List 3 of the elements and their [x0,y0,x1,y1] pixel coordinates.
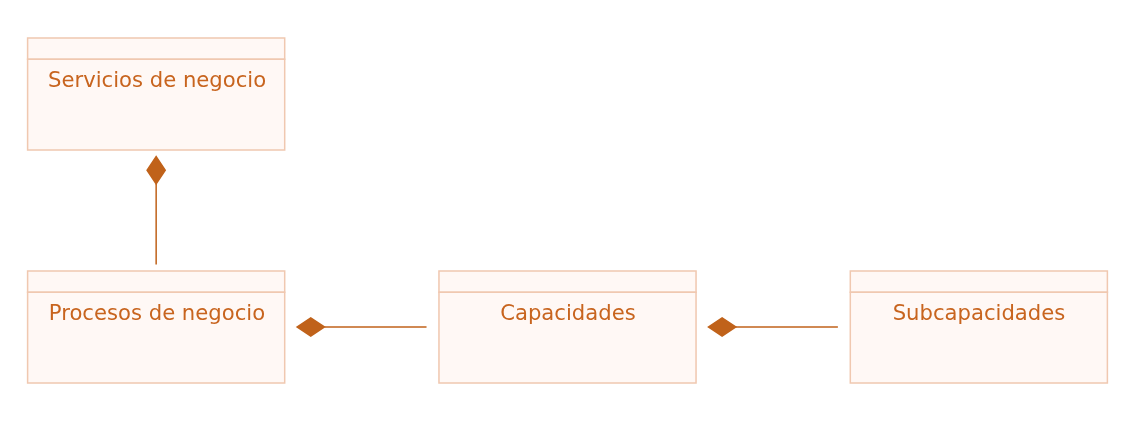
connector [295,316,428,337]
connector [707,316,839,337]
connector [146,155,167,266]
